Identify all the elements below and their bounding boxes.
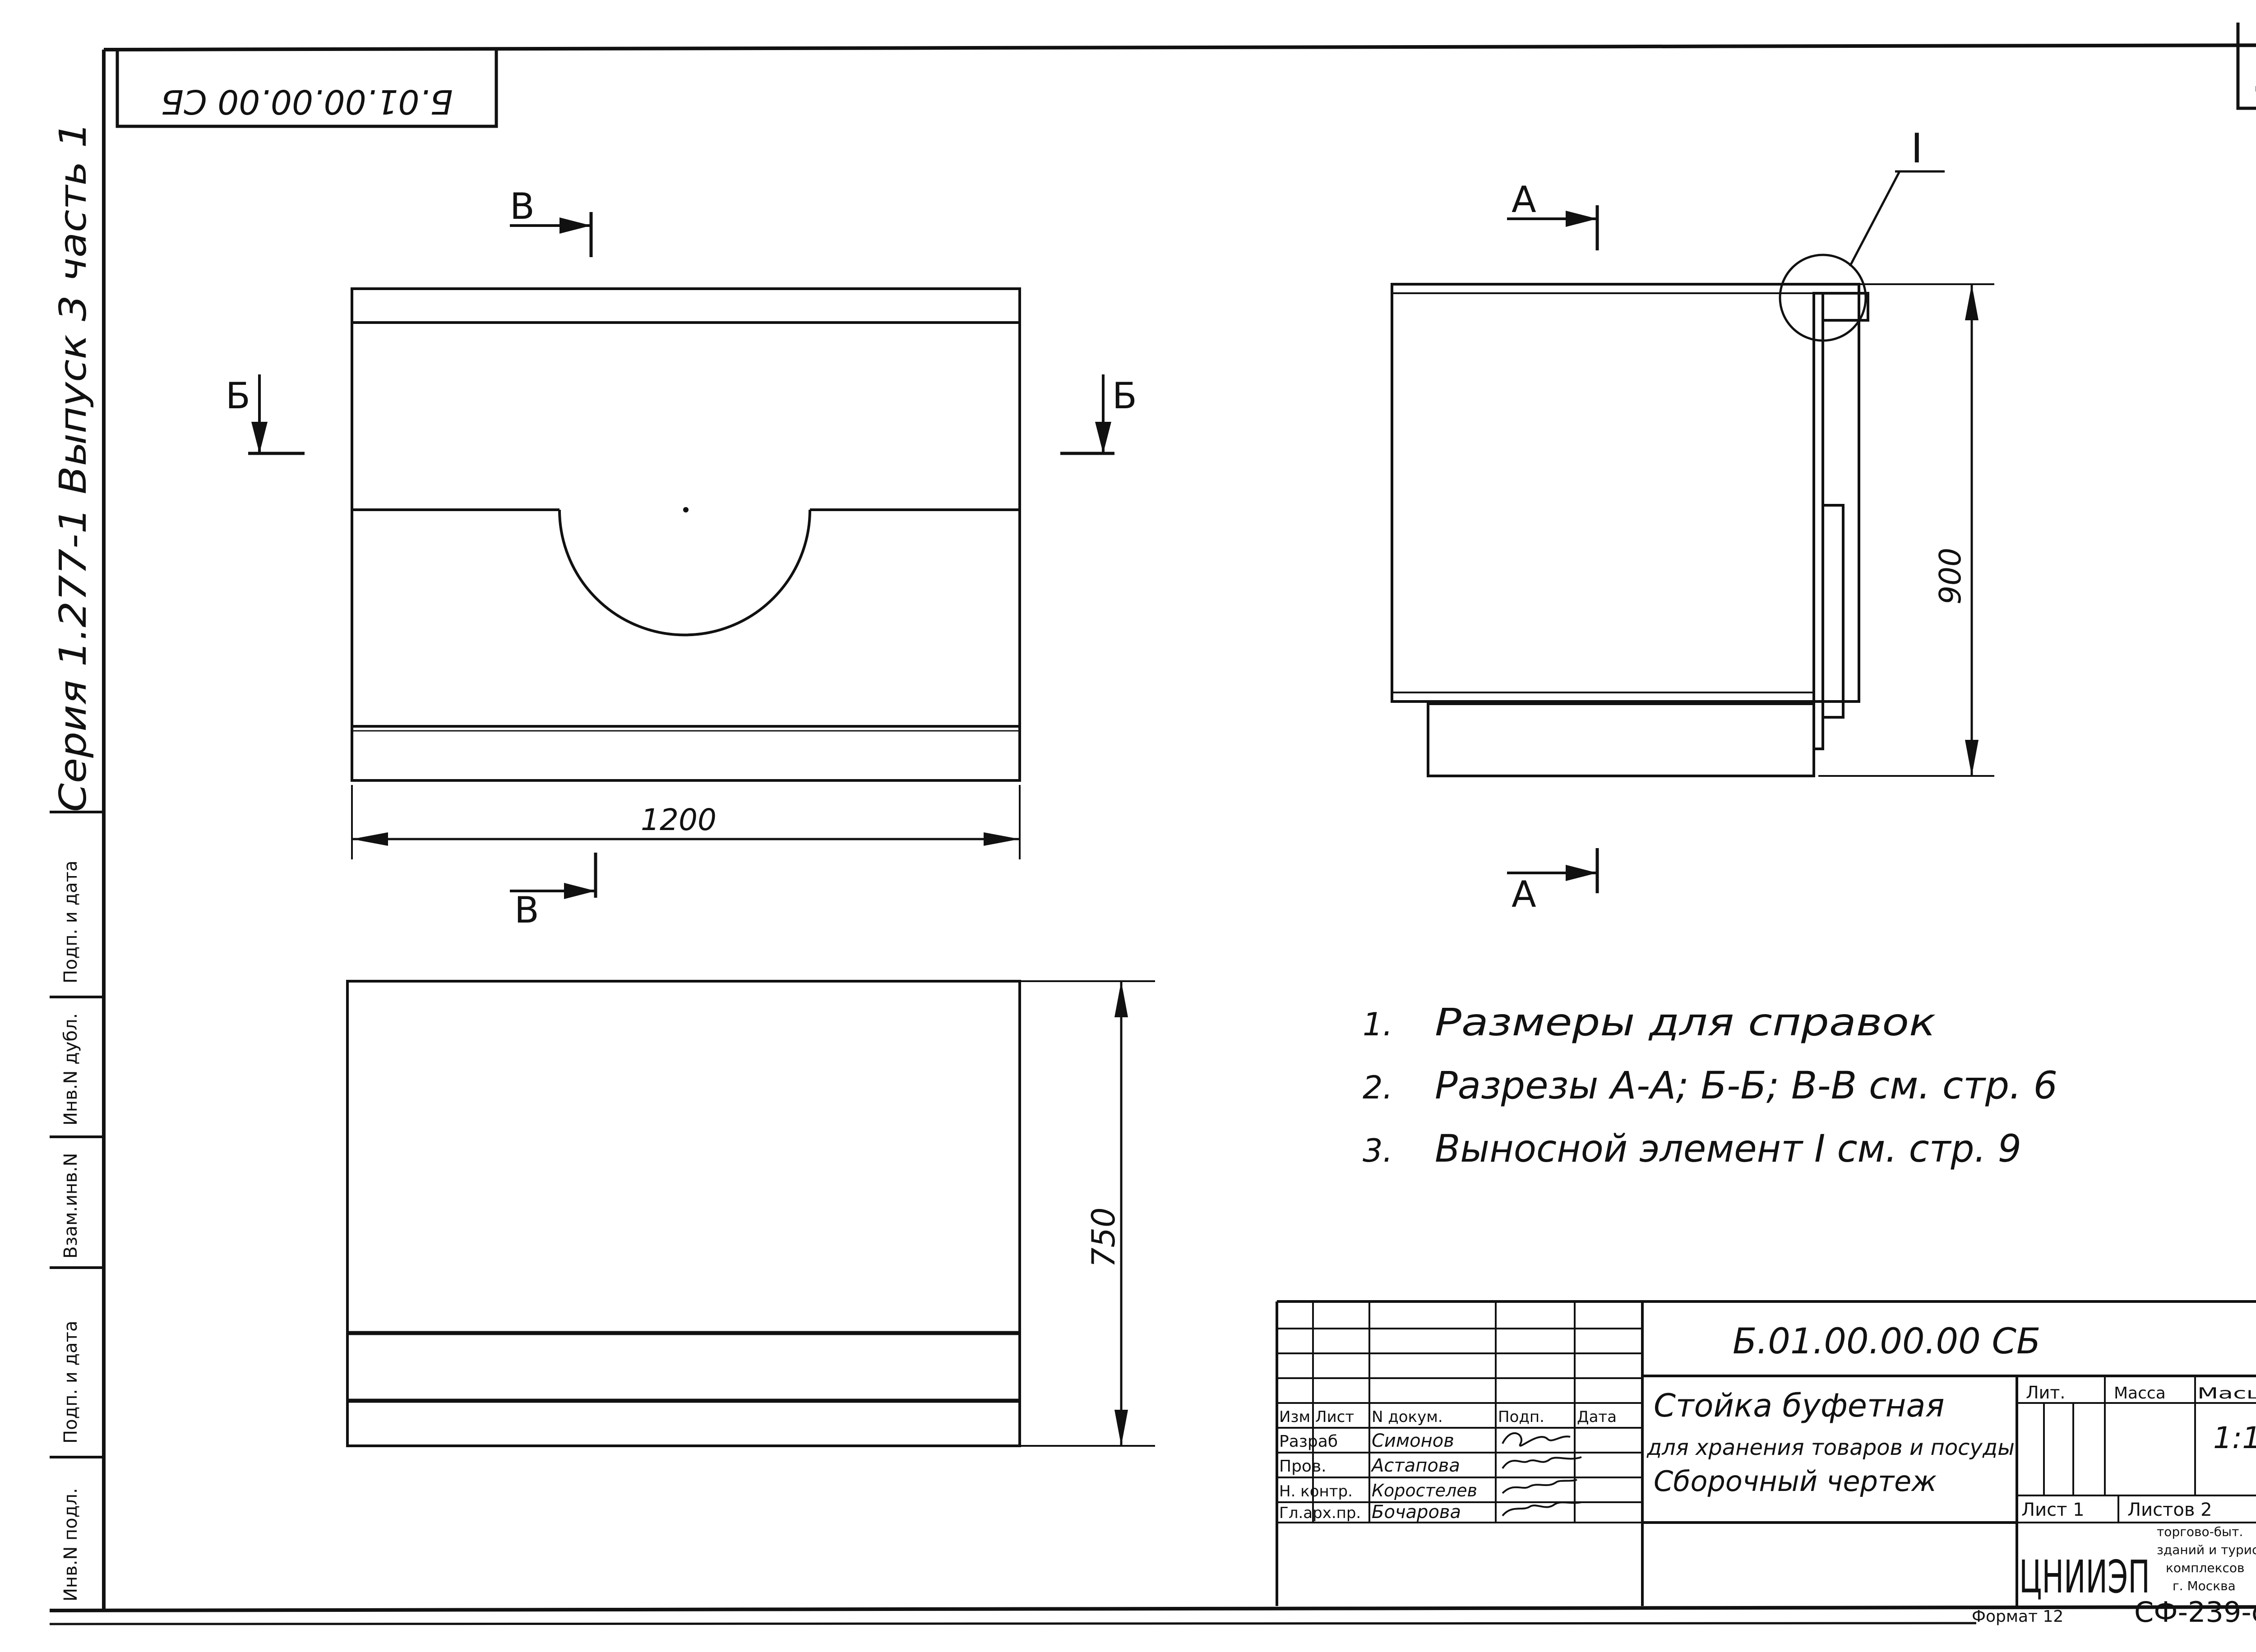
role-nkontr: Н. контр. [1279,1482,1353,1500]
section-marker-a-top: А [1507,179,1599,250]
width-dimension: 1200 [351,785,1021,859]
mass-label: Масса [2114,1384,2166,1403]
col-list: Лист [1315,1408,1354,1426]
org-name-3: комплексов [2166,1560,2245,1575]
top-stamp-text: Б.01.00.00.00 СБ [161,82,453,121]
section-marker-v-top: В [510,185,593,257]
name-glarh: Бочарова [1372,1502,1461,1523]
lit-label: Лит. [2026,1383,2066,1403]
format-label: Формат 12 [1972,1607,2063,1626]
name-razrab: Симонов [1372,1431,1454,1451]
org-name-1: торгово-быт. [2157,1524,2243,1539]
sheet-number-box: 5 [2236,23,2256,110]
sheets-label: Листов 2 [2127,1500,2212,1520]
title-line-1: Стойка буфетная [1654,1387,1944,1424]
org-name-2: зданий и туристс. [2157,1542,2256,1557]
depth-dimension: 750 [1020,980,1155,1447]
sheet-number: 5 [2251,43,2256,106]
margin-series-title: Серия 1.277-1 Выпуск 3 часть 1 [52,122,95,812]
scale-label: Масштаб [2197,1384,2256,1403]
sheet-frame [49,43,2256,1625]
plan-view [346,980,1021,1447]
role-razrab: Разраб [1279,1432,1338,1451]
top-stamp: Б.01.00.00.00 СБ [116,50,498,128]
side-view [1391,283,1869,777]
front-view [351,287,1021,782]
section-label-b-right: Б [1112,375,1137,417]
height-dimension-text: 900 [1933,548,1968,605]
col-doc: N докум. [1372,1408,1443,1426]
role-glarh: Гл.арх.пр. [1279,1504,1361,1522]
section-label-b-left: Б [226,375,250,417]
detail-label: I [1911,125,1923,172]
org-name-4: г. Москва [2173,1578,2236,1593]
note-2-text: Разрезы А-А; Б-Б; В-В см. стр. 6 [1435,1063,2057,1107]
detail-callout: I [1779,125,1945,342]
drawing-code: Б.01.00.00.00 СБ [1733,1321,2040,1362]
col-date: Дата [1577,1408,1617,1426]
margin-field-2: Подп. и дата [60,1321,81,1444]
note-3-num: 3. [1363,1132,1393,1169]
section-label-v-bottom: В [514,889,539,931]
archive-code: СФ-239-с [2134,1596,2256,1629]
height-dimension: 900 [1818,283,1994,777]
section-marker-v-bottom: В [510,853,597,931]
org-logo: ЦНИИЭП [2019,1550,2150,1603]
note-3-text: Выносной элемент I см. стр. 9 [1435,1126,2021,1171]
depth-dimension-text: 750 [1085,1207,1122,1268]
margin-field-5: Подп. и дата [60,861,81,983]
col-sign: Подп. [1498,1408,1544,1426]
note-1-text: Размеры для справок [1435,1000,1936,1044]
left-margin: Серия 1.277-1 Выпуск 3 часть 1 Подп. и д… [50,122,104,1601]
section-label-v-top: В [510,185,535,227]
note-1-num: 1. [1363,1006,1393,1043]
signatures [1502,1432,1582,1517]
name-nkontr: Коростелев [1372,1481,1477,1500]
margin-field-3: Взам.инв.N [60,1153,81,1259]
section-label-a-top: А [1512,179,1536,221]
notes: 1. Размеры для справок 2. Разрезы А-А; Б… [1363,1000,2057,1171]
name-prov: Астапова [1370,1455,1460,1476]
title-line-3: Сборочный чертеж [1654,1465,1937,1498]
section-marker-b-right: Б [1060,374,1137,455]
center-point [683,507,689,512]
note-2-num: 2. [1363,1069,1393,1106]
col-izm: Изм [1279,1408,1310,1426]
margin-field-4: Инв.N дубл. [60,1013,81,1126]
margin-field-1: Инв.N подл. [60,1488,81,1601]
scale-value: 1:10 [2213,1421,2256,1455]
width-dimension-text: 1200 [641,803,717,837]
role-prov: Пров. [1279,1457,1327,1476]
section-marker-b-left: Б [226,374,305,455]
section-marker-a-bottom: А [1507,848,1599,915]
sheet-label: Лист 1 [2021,1500,2085,1520]
section-label-a-bottom: А [1512,873,1536,915]
title-line-2: для хранения товаров и посуды [1646,1435,2015,1460]
title-block: Б.01.00.00.00 СБ Стойка буфетная для хра… [1276,1300,2256,1629]
